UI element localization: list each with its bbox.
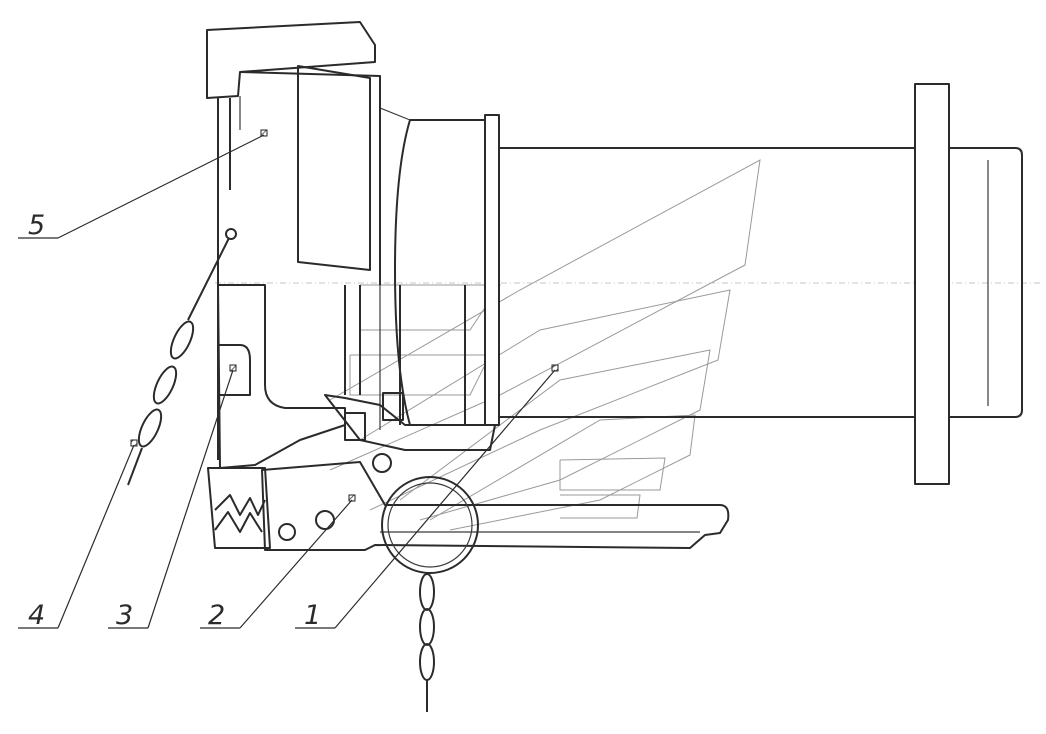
watermark-chevrons — [329, 159, 761, 531]
coupling-ring — [379, 107, 500, 430]
callout-3: 3 — [116, 600, 133, 631]
pull-ring-chain — [381, 476, 479, 712]
leader-lines — [18, 134, 556, 629]
callout-5: 5 — [28, 210, 45, 241]
callout-4: 4 — [28, 600, 45, 631]
pipe-body — [500, 83, 1023, 485]
callout-2: 2 — [208, 600, 225, 631]
side-chain — [127, 228, 237, 486]
body-section — [217, 284, 496, 469]
latch-lever — [207, 453, 730, 551]
callout-1: 1 — [304, 600, 321, 631]
